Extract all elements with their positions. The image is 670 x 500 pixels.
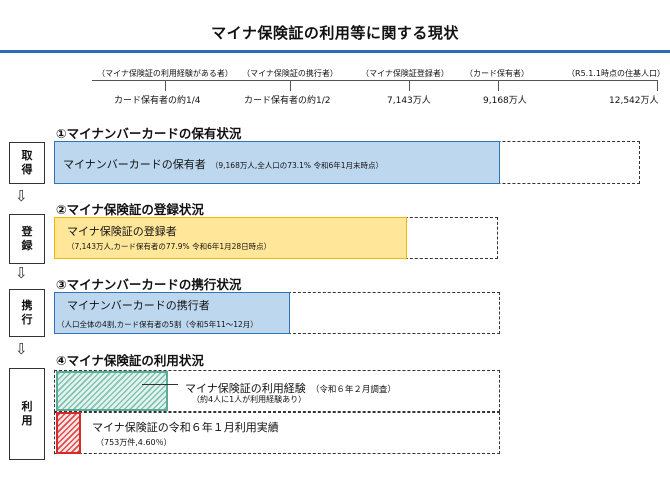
step-use-char: 用 xyxy=(21,414,33,427)
step-use: 利 用 xyxy=(9,368,45,460)
step-acquire: 取 得 xyxy=(9,142,45,184)
timeline-caption-carrier: （マイナ保険証の携行者） xyxy=(242,69,338,78)
step-carry: 携 行 xyxy=(9,289,45,337)
timeline-tick xyxy=(498,80,499,91)
section-heading-card-ownership: ①マイナンバーカードの保有状況 xyxy=(56,126,242,141)
card-holders-main: マイナンバーカードの保有者 xyxy=(63,158,206,171)
actual-usage-sub: （753万件,4.60％） xyxy=(96,438,172,447)
registered-sub: （7,143万人,カード保有者の77.9% 令和6年1月28日時点） xyxy=(67,242,272,251)
step-register: 登 録 xyxy=(9,214,45,264)
card-holders-bar: マイナンバーカードの保有者 （9,168万人,全人口の73.1% 令和6年1月末… xyxy=(54,141,500,184)
actual-usage-main: マイナ保険証の令和６年１月利用実績 xyxy=(92,421,279,434)
down-arrow-icon: ⇩ xyxy=(15,264,28,282)
actual-usage-hatched-bar xyxy=(56,412,81,454)
step-register-char: 登 xyxy=(21,225,33,238)
timeline-tick xyxy=(165,80,166,91)
timeline-tick xyxy=(657,80,658,91)
timeline-caption-population: （R5.1.1時点の住基人口） xyxy=(567,69,665,78)
step-carry-char: 行 xyxy=(21,313,33,326)
experience-label: マイナ保険証の利用経験 （令和６年２月調査） xyxy=(185,377,396,396)
page-title: マイナ保険証の利用等に関する現状 xyxy=(211,24,459,42)
step-register-char: 録 xyxy=(21,239,33,252)
experience-note: （令和６年２月調査） xyxy=(310,385,396,395)
timeline-value-carrier: カード保有者の約1/2 xyxy=(244,96,331,106)
timeline-caption-holders: （カード保有者） xyxy=(465,69,529,78)
timeline-tick xyxy=(409,80,410,91)
card-holders-label: マイナンバーカードの保有者 （9,168万人,全人口の73.1% 令和6年1月末… xyxy=(63,153,383,172)
experience-leader-line xyxy=(142,384,178,385)
step-acquire-char: 取 xyxy=(21,149,33,162)
registered-main: マイナ保険証の登録者 xyxy=(67,225,177,238)
section-heading-registration: ②マイナ保険証の登録状況 xyxy=(56,202,204,217)
down-arrow-icon: ⇩ xyxy=(15,187,28,205)
step-carry-char: 携 xyxy=(21,299,33,312)
timeline-tick xyxy=(290,80,291,91)
section-heading-carrying: ③マイナンバーカードの携行状況 xyxy=(56,277,242,292)
experience-sub: （約4人に1人が利用経験あり） xyxy=(192,395,307,404)
timeline-axis xyxy=(92,80,658,81)
carriers-main: マイナンバーカードの携行者 xyxy=(67,299,210,312)
section-heading-usage: ④マイナ保険証の利用状況 xyxy=(56,353,204,368)
timeline-caption-registered: （マイナ保険証登録者） xyxy=(361,69,449,78)
timeline-caption-experience: （マイナ保険証の利用経験がある者） xyxy=(97,69,233,78)
down-arrow-icon: ⇩ xyxy=(15,340,28,358)
timeline-value-experience: カード保有者の約1/4 xyxy=(114,96,201,106)
step-acquire-char: 得 xyxy=(21,163,33,176)
card-holders-outline xyxy=(54,412,500,454)
timeline-value-registered: 7,143万人 xyxy=(387,96,431,106)
step-use-char: 利 xyxy=(21,400,33,413)
timeline-value-population: 12,542万人 xyxy=(609,96,659,106)
experience-main: マイナ保険証の利用経験 xyxy=(185,382,306,395)
registered-bar: マイナ保険証の登録者 （7,143万人,カード保有者の77.9% 令和6年1月2… xyxy=(54,217,407,259)
carriers-bar: マイナンバーカードの携行者 （人口全体の4割,カード保有者の5割（令和5年11～… xyxy=(54,292,290,334)
carriers-sub: （人口全体の4割,カード保有者の5割（令和5年11～12月） xyxy=(57,320,258,329)
experience-hatched-bar xyxy=(56,371,168,411)
card-holders-sub: （9,168万人,全人口の73.1% 令和6年1月末時点） xyxy=(210,161,383,170)
timeline-value-holders: 9,168万人 xyxy=(483,96,527,106)
title-divider xyxy=(0,50,670,53)
